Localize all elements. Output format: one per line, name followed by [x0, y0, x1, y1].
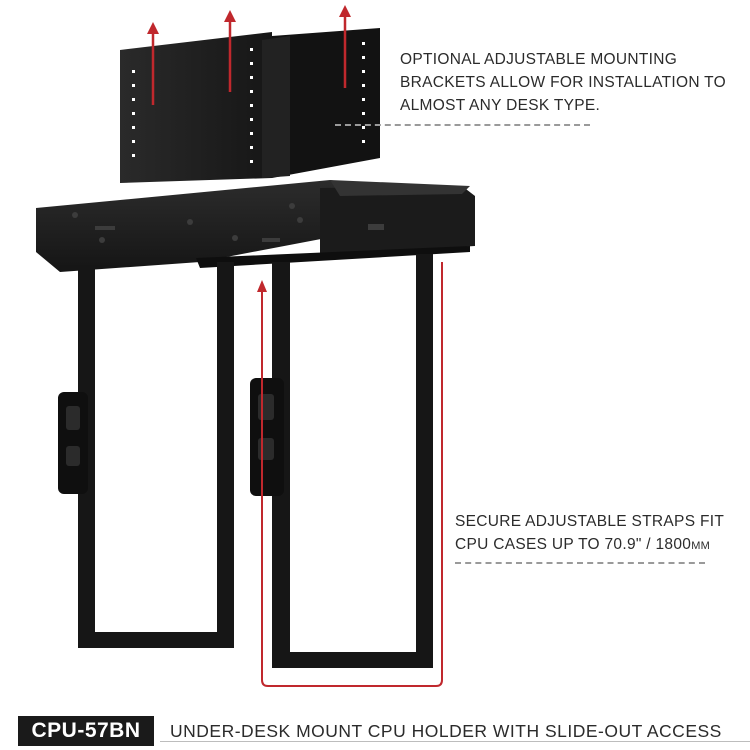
brackets-callout-line: ALMOST ANY DESK TYPE. — [400, 97, 601, 114]
straps-callout-line: SECURE ADJUSTABLE STRAPS FIT — [455, 513, 725, 530]
footer-divider — [160, 741, 750, 742]
strap-right — [250, 254, 433, 668]
straps-callout: SECURE ADJUSTABLE STRAPS FIT CPU CASES U… — [455, 510, 724, 558]
brackets-callout: OPTIONAL ADJUSTABLE MOUNTING BRACKETS AL… — [400, 48, 726, 117]
strap-left — [58, 262, 234, 648]
straps-capacity-text: CPU CASES UP TO 70.9" / 1800 — [455, 536, 692, 553]
red-outline — [257, 262, 443, 687]
mounting-bracket-left — [120, 32, 272, 183]
mounting-bracket-right — [262, 28, 380, 178]
model-badge: CPU-57BN — [18, 716, 154, 746]
straps-unit-text: MM — [691, 540, 711, 552]
brackets-callout-line: BRACKETS ALLOW FOR INSTALLATION TO — [400, 74, 727, 91]
straps-callout-line: CPU CASES UP TO 70.9" / 1800MM — [455, 533, 724, 558]
brackets-callout-line: OPTIONAL ADJUSTABLE MOUNTING — [400, 51, 678, 68]
arrow-up-icon — [147, 5, 351, 105]
mount-rail — [36, 180, 475, 272]
brackets-leader-line — [335, 124, 590, 126]
product-description: UNDER-DESK MOUNT CPU HOLDER WITH SLIDE-O… — [170, 721, 722, 741]
straps-leader-line — [455, 562, 705, 564]
